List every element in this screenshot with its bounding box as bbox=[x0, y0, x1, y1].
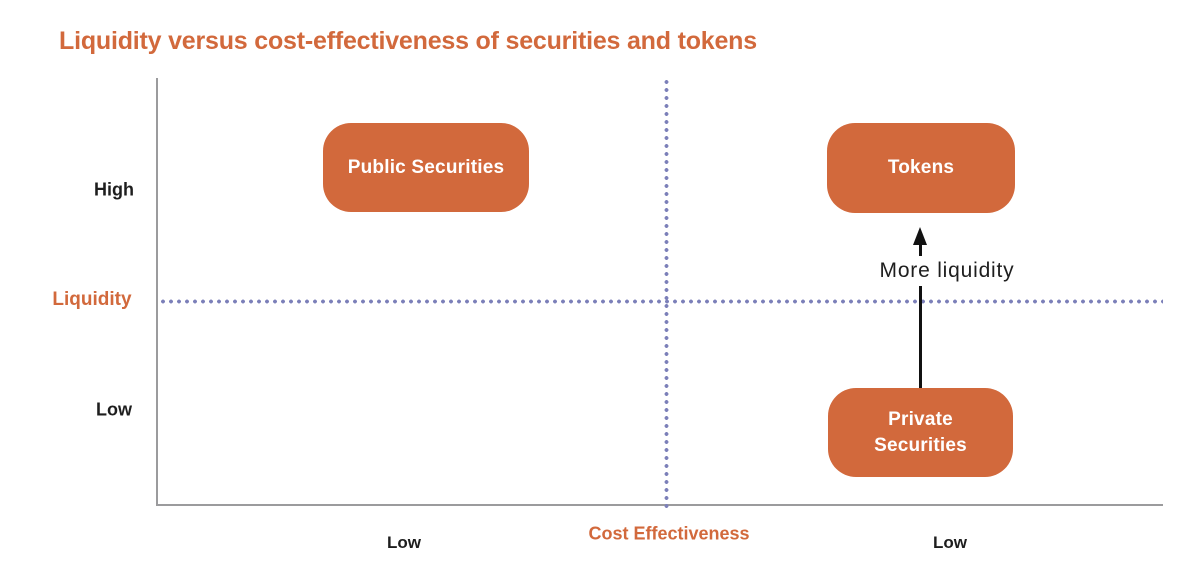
x-axis-name-label: Cost Effectiveness bbox=[588, 523, 750, 544]
y-axis-name-label: Liquidity bbox=[52, 289, 132, 310]
up-arrow-icon bbox=[913, 227, 927, 245]
node-public-securities: Public Securities bbox=[323, 123, 529, 212]
node-private-securities-label: Private Securities bbox=[874, 408, 967, 456]
cost-effectiveness-threshold-dotted-line bbox=[664, 78, 669, 509]
page-title: Liquidity versus cost-effectiveness of s… bbox=[59, 27, 757, 55]
x-axis-left-low-label: Low bbox=[387, 533, 421, 552]
more-liquidity-annotation: More liquidity bbox=[877, 256, 1017, 286]
y-axis-line bbox=[156, 78, 158, 505]
node-private-securities: Private Securities bbox=[828, 388, 1013, 477]
node-tokens-label: Tokens bbox=[887, 157, 955, 179]
x-axis-line bbox=[156, 504, 1163, 506]
y-axis-low-label: Low bbox=[96, 399, 132, 420]
liquidity-threshold-dotted-line bbox=[159, 299, 1163, 304]
x-axis-right-low-label: Low bbox=[933, 533, 967, 552]
node-public-securities-label: Public Securities bbox=[347, 156, 505, 178]
y-axis-high-label: High bbox=[94, 179, 134, 200]
node-tokens: Tokens bbox=[827, 123, 1015, 213]
more-liquidity-arrow-shaft bbox=[919, 243, 922, 388]
